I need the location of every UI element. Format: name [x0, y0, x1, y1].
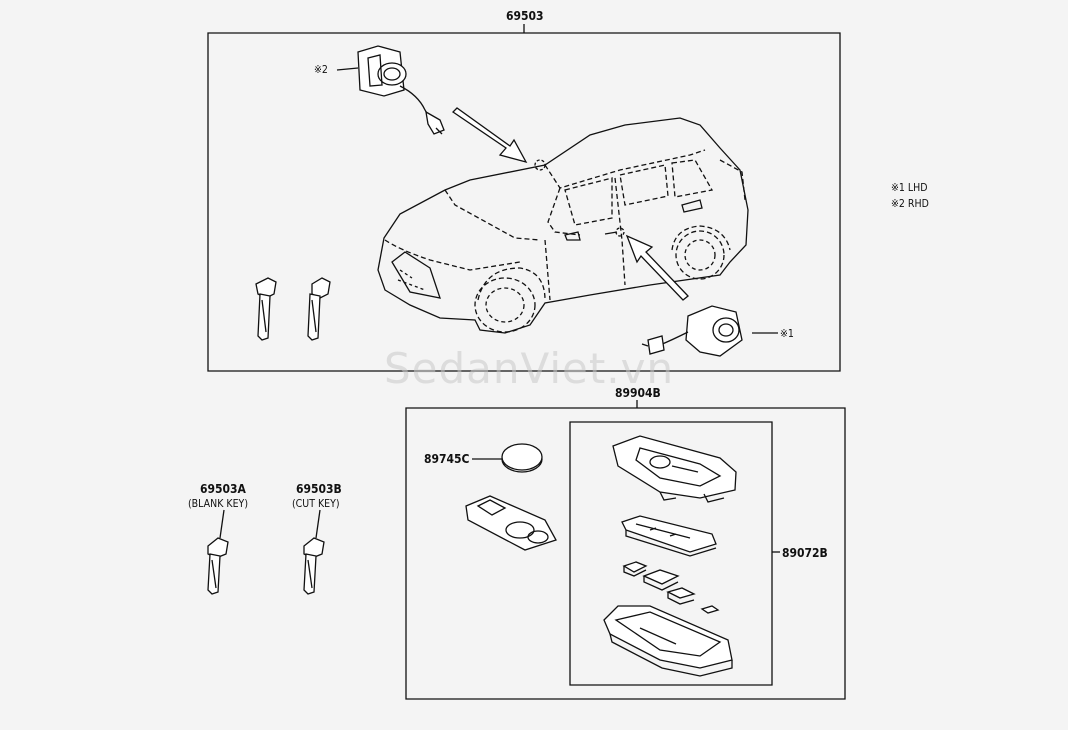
watermark: SedanViet.vn — [384, 344, 675, 393]
label-cut-key-number: 69503B — [296, 482, 342, 496]
transmitter-housing-frame — [570, 422, 772, 685]
label-blank-key-number: 69503A — [200, 482, 246, 496]
button-icon — [624, 562, 646, 576]
label-assembly-main: 69503 — [506, 9, 544, 23]
lock-cylinder-lhd-icon — [642, 306, 742, 356]
key-icon — [256, 278, 276, 340]
button-icon — [668, 588, 694, 604]
button-icon — [702, 606, 718, 613]
button-icon — [644, 570, 678, 590]
key-fob-case-bottom-icon — [604, 606, 732, 676]
note-rhd: ※2 RHD — [891, 198, 929, 210]
arrow-to-door-lock — [627, 236, 688, 300]
leader-cut-key — [316, 510, 320, 538]
label-lock-rhd: ※2 — [314, 64, 328, 76]
assembly-frame-69503 — [208, 33, 840, 371]
cut-key-icon — [304, 538, 324, 594]
leader-rhd-lock — [337, 68, 358, 70]
battery-icon — [502, 444, 542, 472]
label-battery: 89745C — [424, 452, 470, 466]
battery-holder-icon — [466, 496, 556, 550]
blank-key-icon — [208, 538, 228, 594]
label-blank-key-desc: (BLANK KEY) — [188, 498, 249, 510]
lock-cylinder-rhd-icon — [358, 46, 444, 134]
transmitter-set-frame — [406, 408, 845, 699]
label-cut-key-desc: (CUT KEY) — [292, 498, 340, 510]
leader-blank-key — [220, 510, 224, 538]
circuit-board-icon — [622, 516, 716, 556]
label-transmitter-housing: 89072B — [782, 546, 828, 560]
key-icon — [308, 278, 330, 340]
arrow-to-rear-lock — [453, 108, 526, 162]
label-lock-lhd: ※1 — [780, 328, 794, 340]
note-lhd: ※1 LHD — [891, 182, 928, 194]
label-transmitter-set: 89904B — [615, 386, 661, 400]
vehicle-illustration — [378, 118, 748, 333]
key-fob-case-top-icon — [613, 436, 736, 502]
